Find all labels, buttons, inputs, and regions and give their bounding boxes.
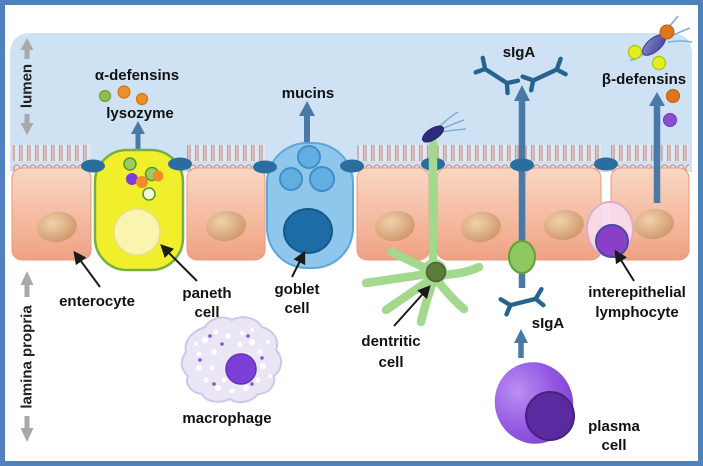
paneth-nucleus [113,208,161,256]
paneth-cell-label: paneth cell [182,284,231,322]
iel-label: interepithelial lymphocyte [588,283,686,323]
paneth-label-line1: paneth [182,285,232,302]
plasma-label-line2: cell [601,437,627,454]
goblet-cell [266,101,354,269]
enterocyte-4 [436,167,522,261]
macrophage-vesicles [194,328,272,394]
enterocyte-pointer [73,250,101,288]
siga-molecule [520,56,568,93]
mucin-granules [279,145,335,192]
dendritic-cell [361,138,484,327]
beta-defensins-label: β-defensins [601,71,687,88]
paneth-granules [123,157,164,201]
paneth-cell [93,121,185,272]
enterocyte-nucleus [375,210,415,242]
bacterium-lumen [629,15,693,61]
microvilli-brush-border [12,145,689,171]
beta-defensin-dots [627,44,680,127]
lamina-up-arrow [20,271,34,297]
goblet-pointer [291,250,306,278]
iel-label-line1: interepithelial [588,284,686,301]
enterocyte-3 [356,167,430,261]
dendritic-nucleus [425,261,447,283]
plasma-nucleus [525,391,575,441]
goblet-nucleus [283,208,333,254]
macrophage-granules [198,334,264,386]
lamina-propria-label: lamina propria [18,305,36,409]
lumen-down-arrow [20,114,34,135]
enterocyte-5 [524,167,602,261]
plasma-siga-arrow [514,329,528,358]
alpha-defensin-dots [98,85,149,106]
goblet-cell-label: goblet cell [275,280,320,318]
goblet-label-line2: cell [284,300,310,317]
enterocyte-nucleus [544,209,584,241]
dendritic-label-line1: dentritic [361,333,421,350]
enterocyte-nucleus [37,211,77,243]
diagram-artwork [10,15,693,444]
macrophage-cell [180,316,282,404]
dendritic-label-line2: cell [378,354,404,371]
lumen-label: lumen [18,63,36,109]
siga-molecule [498,286,546,317]
intraepithelial-lymphocyte [586,201,634,258]
enterocyte-nucleus [461,211,501,243]
siga-bottom-label: sIgA [531,315,565,332]
plasma-label-line1: plasma [588,418,640,435]
goblet-label-line1: goblet [274,281,320,298]
alpha-defensins-label: α-defensins [94,67,180,84]
plasma-cell [494,362,575,444]
siga-molecule [473,55,521,96]
paneth-label-line2: cell [194,304,220,321]
bacterium-at-dendrite [421,111,467,143]
transport-vesicle [508,240,536,274]
tight-junctions [81,157,618,174]
siga-antibodies [473,55,568,317]
lamina-down-arrow [20,416,34,442]
enterocyte-label: enterocyte [59,293,135,310]
macrophage-label: macrophage [182,410,272,427]
siga-transcytosis-arrow [508,85,536,288]
lysozyme-label: lysozyme [106,105,174,122]
enterocyte-1 [11,167,92,261]
lumen-up-arrow [20,38,34,59]
mucins-label: mucins [281,85,335,102]
macrophage-nucleus [225,353,257,385]
dendritic-cell-label: dentritic cell [361,331,420,373]
enterocyte-nucleus [206,210,246,242]
iel-label-line2: lymphocyte [595,304,679,321]
paneth-pointer [160,244,198,282]
siga-top-label: sIgA [502,44,536,61]
defensin-dot-orange [659,24,675,40]
dendritic-pointer [393,285,431,327]
beta-defensins-arrow [649,92,665,203]
plasma-cell-label: plasma cell [588,417,640,455]
label-pointer-arrows [73,244,635,327]
lymphocyte-nucleus [595,224,629,258]
enterocytes [11,167,690,261]
enterocyte-2 [186,167,266,261]
enterocyte-nucleus [634,208,674,240]
iel-pointer [614,249,635,282]
region-arrows [20,38,34,442]
